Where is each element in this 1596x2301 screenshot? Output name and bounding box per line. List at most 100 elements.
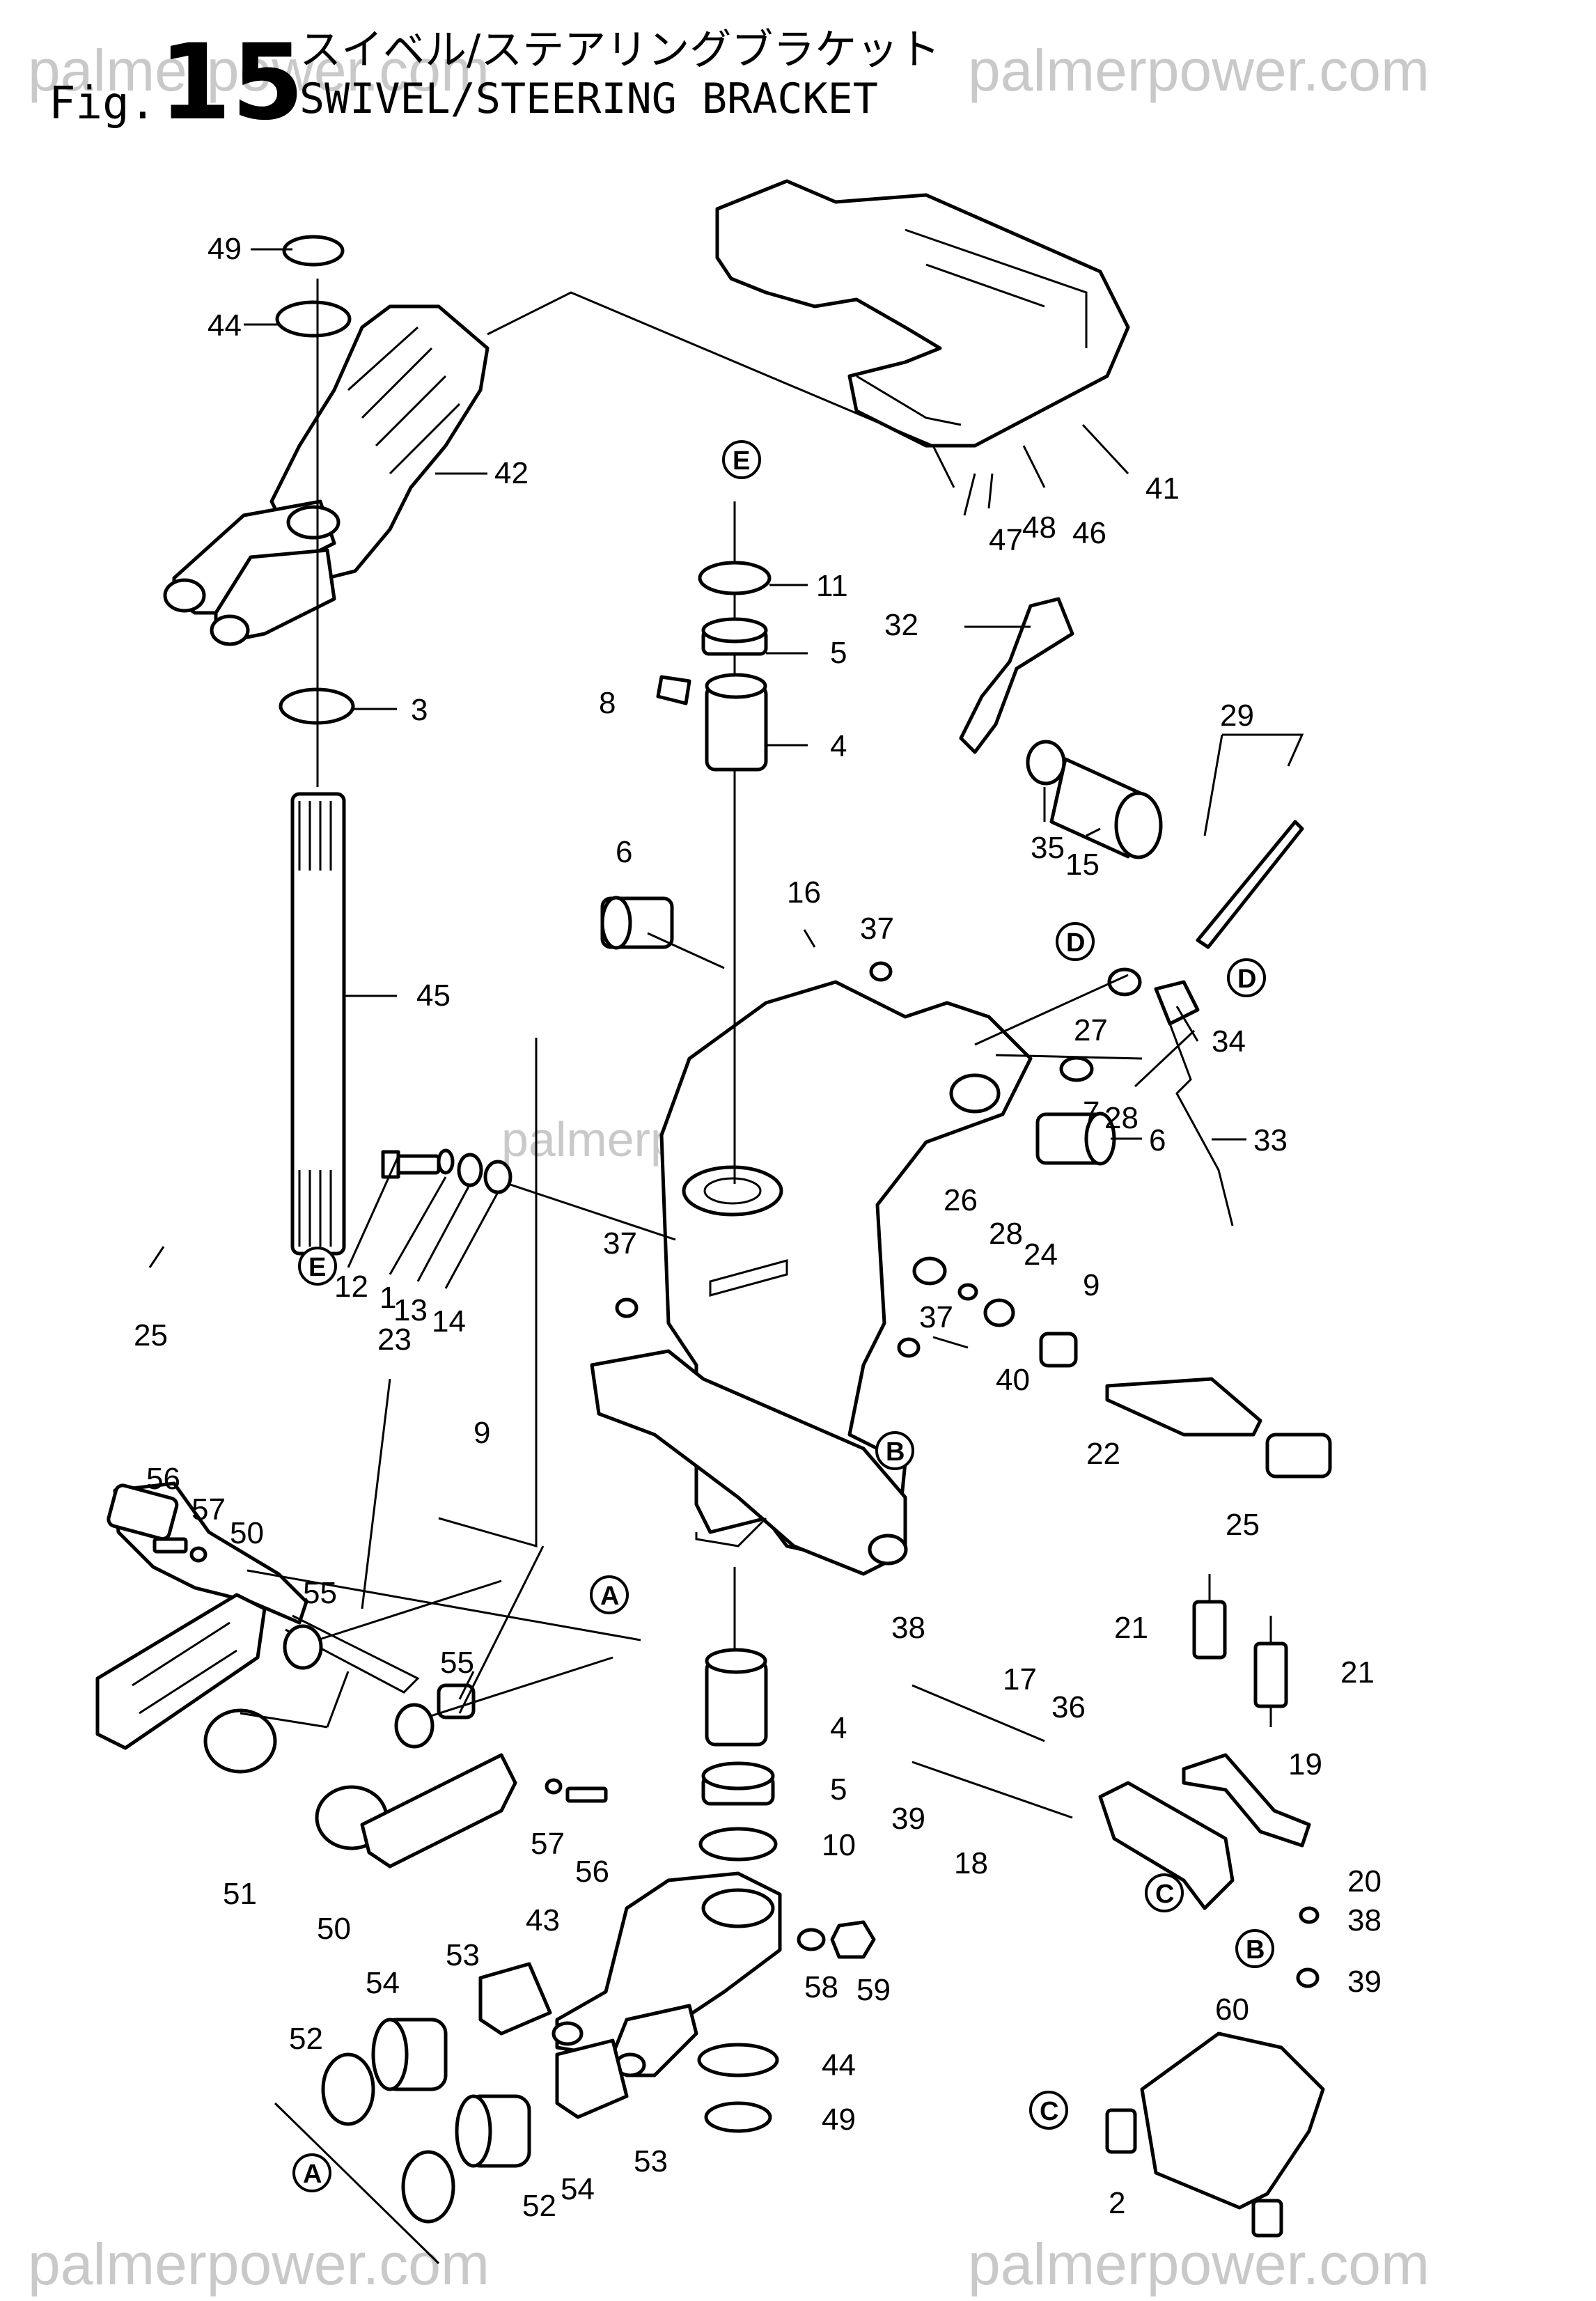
ref-marker-a-bottom: A bbox=[292, 2153, 331, 2192]
callout-55: 55 bbox=[303, 1576, 337, 1610]
part-37-grease-b bbox=[615, 1297, 639, 1318]
part-53-stopper-a bbox=[478, 1962, 552, 2036]
part-4-bush-lower bbox=[705, 1648, 768, 1747]
part-41-tiller-bracket bbox=[715, 179, 1130, 448]
part-60-bracket bbox=[1140, 2031, 1325, 2210]
callout-57-b: 57 bbox=[531, 1827, 565, 1861]
part-57-washer bbox=[545, 1778, 563, 1795]
callout-13: 13 bbox=[393, 1293, 428, 1327]
svg-text:B: B bbox=[1246, 1935, 1265, 1965]
part-12-bolt bbox=[381, 1150, 441, 1179]
callout-50-b: 50 bbox=[317, 1912, 351, 1946]
part-5-seal-upper bbox=[701, 617, 768, 656]
callout-28: 28 bbox=[1104, 1101, 1139, 1135]
part-6-bush-left bbox=[600, 896, 674, 950]
part-11-washer bbox=[698, 561, 772, 595]
part-26-spring bbox=[912, 1256, 947, 1286]
svg-text:E: E bbox=[733, 446, 750, 476]
part-56-bolt-top bbox=[152, 1537, 188, 1554]
callout-52-b: 52 bbox=[522, 2189, 556, 2223]
callout-54: 54 bbox=[366, 1966, 400, 2000]
part-19-cam bbox=[1182, 1753, 1311, 1848]
part-58-washer bbox=[797, 1928, 826, 1951]
callout-38-b: 38 bbox=[1347, 1903, 1382, 1937]
part-44-washer bbox=[275, 300, 352, 338]
part-18-rod bbox=[912, 1761, 1073, 1819]
callout-36: 36 bbox=[1051, 1690, 1086, 1724]
callout-8: 8 bbox=[599, 686, 616, 720]
callout-6: 6 bbox=[616, 835, 632, 869]
part-54-cushion-a bbox=[371, 2018, 448, 2091]
ref-marker-b-center: B bbox=[875, 1431, 914, 1470]
ref-marker-e-top: E bbox=[722, 440, 761, 479]
part-37-grease-a bbox=[869, 961, 893, 982]
part-34-nut bbox=[1154, 980, 1200, 1026]
title-en: SWIVEL/STEERING BRACKET bbox=[299, 75, 878, 123]
watermark-bottom-right: palmerpower.com bbox=[968, 2231, 1430, 2297]
watermark-bottom-left: palmerpower.com bbox=[28, 2231, 490, 2297]
callout-9-b: 9 bbox=[1083, 1268, 1100, 1302]
part-37-grease-c bbox=[897, 1337, 921, 1358]
part-38-washer bbox=[1299, 1906, 1320, 1924]
callout-44-b: 44 bbox=[822, 2048, 856, 2082]
part-1-washer bbox=[437, 1148, 455, 1175]
callout-51: 51 bbox=[223, 1877, 257, 1911]
callout-49-b: 49 bbox=[822, 2103, 856, 2137]
svg-text:E: E bbox=[308, 1253, 326, 1282]
callout-28-b: 28 bbox=[989, 1217, 1023, 1251]
part-25-grip bbox=[1265, 1433, 1332, 1479]
callout-25-b: 25 bbox=[1226, 1508, 1260, 1542]
part-56-bolt bbox=[565, 1786, 608, 1803]
part-57-washer-top bbox=[189, 1546, 208, 1563]
svg-text:C: C bbox=[1155, 1880, 1174, 1909]
callout-55-b: 55 bbox=[440, 1646, 474, 1680]
callout-37: 37 bbox=[860, 912, 894, 946]
callout-2: 2 bbox=[1109, 2186, 1125, 2220]
callout-56-b: 56 bbox=[575, 1855, 609, 1889]
part-5-seal-lower bbox=[701, 1761, 775, 1806]
callout-47: 47 bbox=[989, 523, 1023, 557]
part-55-bolt-b bbox=[394, 1656, 613, 1749]
callout-43: 43 bbox=[526, 1903, 560, 1937]
callout-3: 3 bbox=[411, 693, 428, 727]
ref-marker-d-left: D bbox=[1056, 922, 1095, 961]
svg-text:B: B bbox=[886, 1437, 905, 1467]
callout-32: 32 bbox=[884, 608, 918, 642]
part-7-pin bbox=[1059, 1056, 1094, 1082]
part-49-snap-ring bbox=[282, 235, 345, 267]
callout-18: 18 bbox=[954, 1846, 988, 1880]
part-53-stopper-b bbox=[555, 2038, 629, 2119]
ref-marker-d-right: D bbox=[1227, 958, 1266, 997]
part-43-lower-mount bbox=[551, 1871, 782, 2077]
watermark-top-right: palmerpower.com bbox=[968, 38, 1430, 103]
part-50-plate-b bbox=[360, 1753, 517, 1869]
callout-58: 58 bbox=[804, 1970, 838, 2004]
fig-prefix: Fig. bbox=[49, 78, 156, 130]
callout-19: 19 bbox=[1288, 1747, 1322, 1781]
part-55-bolt-a bbox=[283, 1580, 502, 1670]
part-59-nut bbox=[830, 1920, 876, 1959]
callout-20: 20 bbox=[1347, 1864, 1382, 1898]
callout-44: 44 bbox=[208, 309, 242, 343]
part-29-spring-rod bbox=[1196, 820, 1304, 949]
part-6-bush-right bbox=[1035, 1112, 1116, 1166]
part-28-pin bbox=[957, 1283, 978, 1301]
callout-22: 22 bbox=[1086, 1437, 1120, 1471]
callout-57: 57 bbox=[191, 1492, 226, 1527]
part-52-cover-a bbox=[321, 2052, 375, 2126]
callout-49: 49 bbox=[208, 232, 242, 266]
callout-14: 14 bbox=[432, 1304, 466, 1339]
callout-25: 25 bbox=[134, 1318, 168, 1352]
callout-15: 15 bbox=[1065, 848, 1100, 882]
part-2-spring-b bbox=[1251, 2199, 1283, 2238]
part-17-rod bbox=[912, 1684, 1045, 1742]
part-13-spring bbox=[457, 1153, 483, 1187]
leader-lines bbox=[148, 248, 1304, 1729]
callout-11: 11 bbox=[816, 569, 848, 603]
callout-35: 35 bbox=[1031, 831, 1065, 865]
part-35-spring bbox=[1026, 740, 1066, 786]
part-40-pin bbox=[932, 1336, 969, 1349]
part-44-washer-lower bbox=[697, 2043, 779, 2077]
ref-marker-e-bottom: E bbox=[298, 1247, 337, 1286]
